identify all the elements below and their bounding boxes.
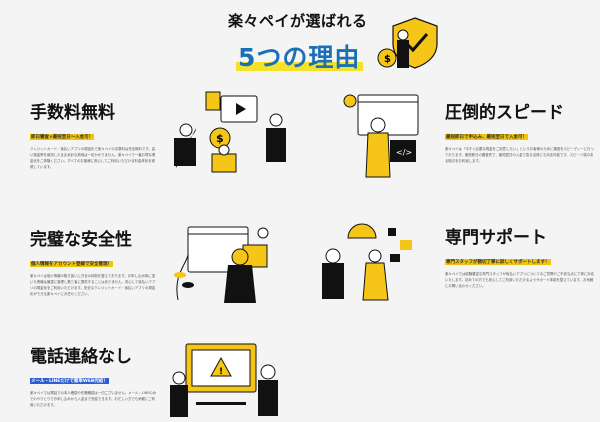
no-phone-illustration: ! bbox=[170, 343, 278, 417]
reason-fee-free: 手数料無料 即日審査×最短翌日〜入金可！ クレジットカード・後払いアプリの現金化… bbox=[30, 103, 158, 170]
support-illustration bbox=[322, 223, 412, 301]
header-title-top: 楽々ペイが選ばれる bbox=[228, 12, 368, 30]
section-title: 圧倒的スピード bbox=[445, 103, 564, 123]
section-body: クレジットカード・後払いアプリの現金化で楽々ペイの手数料は完全無料です。高い換金… bbox=[30, 147, 156, 169]
section-body: 楽々ペイは「今すぐ必要な現金をご用意したい」というお客様のために審査をスピーディ… bbox=[445, 147, 594, 163]
reason-speed: 圧倒的スピード 最短即日で申込み、最短翌日で入金可！ 楽々ペイは「今すぐ必要な現… bbox=[445, 103, 595, 164]
title-highlight bbox=[236, 62, 363, 71]
svg-text:!: ! bbox=[219, 367, 223, 377]
security-illustration bbox=[174, 226, 269, 303]
section-subtitle: メール・LINEだけで簡単WEB完結！ bbox=[30, 378, 109, 384]
header-title-main: 5つの理由 bbox=[238, 43, 361, 72]
section-body: 楽々ペイでは経験豊富な専門スタッフが後払いアプリについてのご質問やご不安な点に丁… bbox=[445, 272, 595, 288]
security-shield-illustration: $ bbox=[377, 17, 438, 69]
section-body: 楽々ペイでは電話での本人確認や在籍確認は一切ございません。メール・LINEのみで… bbox=[30, 391, 157, 407]
section-subtitle: 最短即日で申込み、最短翌日で入金可！ bbox=[445, 134, 528, 140]
svg-text:</>: </> bbox=[396, 148, 412, 157]
section-subtitle: 即日審査×最短翌日〜入金可！ bbox=[30, 134, 95, 140]
section-subtitle: 個人情報をアカウント登録で安全管理！ bbox=[30, 261, 113, 267]
section-subtitle: 専門スタッフが親切丁寧に詳しくサポートします！ bbox=[445, 259, 551, 265]
reason-security: 完璧な安全性 個人情報をアカウント登録で安全管理！ 楽々ペイは個人情報の取り扱い… bbox=[30, 230, 158, 297]
svg-text:$: $ bbox=[384, 54, 391, 65]
section-title: 手数料無料 bbox=[30, 103, 115, 123]
reason-no-phone: 電話連絡なし メール・LINEだけで簡単WEB完結！ 楽々ペイでは電話での本人確… bbox=[30, 347, 158, 408]
speed-illustration: </> bbox=[343, 94, 419, 178]
reason-support: 専門サポート 専門スタッフが親切丁寧に詳しくサポートします！ 楽々ペイでは経験豊… bbox=[445, 228, 595, 289]
section-title: 完璧な安全性 bbox=[30, 230, 132, 250]
section-title: 専門サポート bbox=[445, 228, 547, 248]
section-body: 楽々ペイは個人情報の取り扱いに万全の体制を整えております。お申し込み時に頂いた情… bbox=[30, 274, 156, 296]
svg-text:$: $ bbox=[216, 132, 224, 145]
meeting-illustration: $ bbox=[174, 91, 286, 173]
section-title: 電話連絡なし bbox=[30, 347, 132, 367]
